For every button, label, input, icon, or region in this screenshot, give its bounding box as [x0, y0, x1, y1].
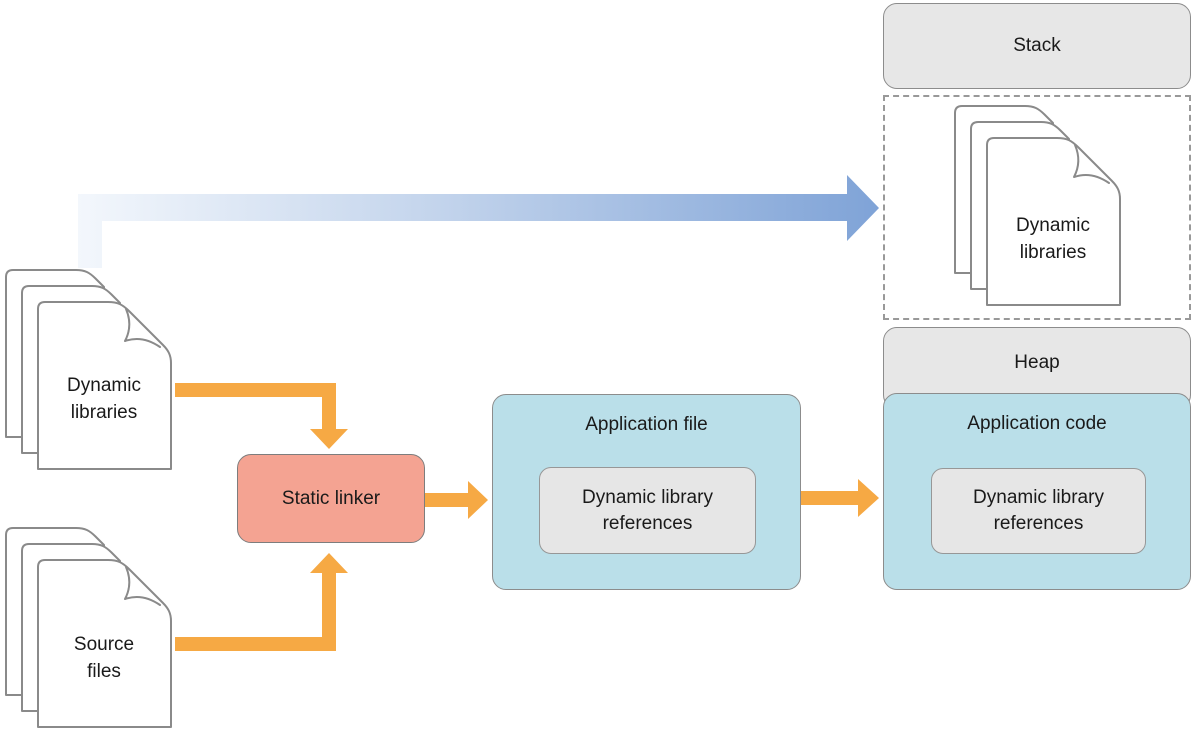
arrow-source-files-to-linker: [175, 553, 348, 651]
application-code-references-box: Dynamic library references: [931, 468, 1146, 554]
application-file-references-box: Dynamic library references: [539, 467, 756, 554]
static-linker-box: Static linker: [237, 454, 425, 543]
heap-label: Heap: [1014, 352, 1060, 373]
dynamic-libraries-label: Dynamic libraries: [67, 375, 141, 423]
arrow-dynamic-libraries-to-linker: [175, 383, 348, 449]
stack-dynamic-libraries-label: Dynamic libraries: [1016, 215, 1090, 263]
arrow-application-file-to-heap: [801, 479, 879, 517]
stack-dynamic-libraries-icon: [954, 105, 1121, 306]
stack-label: Stack: [1013, 35, 1061, 56]
dynamic-libraries-stack-icon: [5, 269, 172, 470]
arrow-linker-to-application-file: [425, 481, 488, 519]
static-linker-label: Static linker: [281, 487, 381, 509]
stack-box: Stack: [883, 3, 1191, 89]
arrow-dynamic-libraries-to-stack: [78, 175, 879, 268]
application-code-box: Application code Dynamic library referen…: [883, 393, 1191, 590]
application-file-box: Application file Dynamic library referen…: [492, 394, 801, 590]
source-files-stack-icon: [5, 527, 172, 728]
application-file-title: Application file: [585, 414, 708, 435]
source-files-label: Source files: [73, 634, 135, 682]
application-code-title: Application code: [967, 413, 1107, 434]
